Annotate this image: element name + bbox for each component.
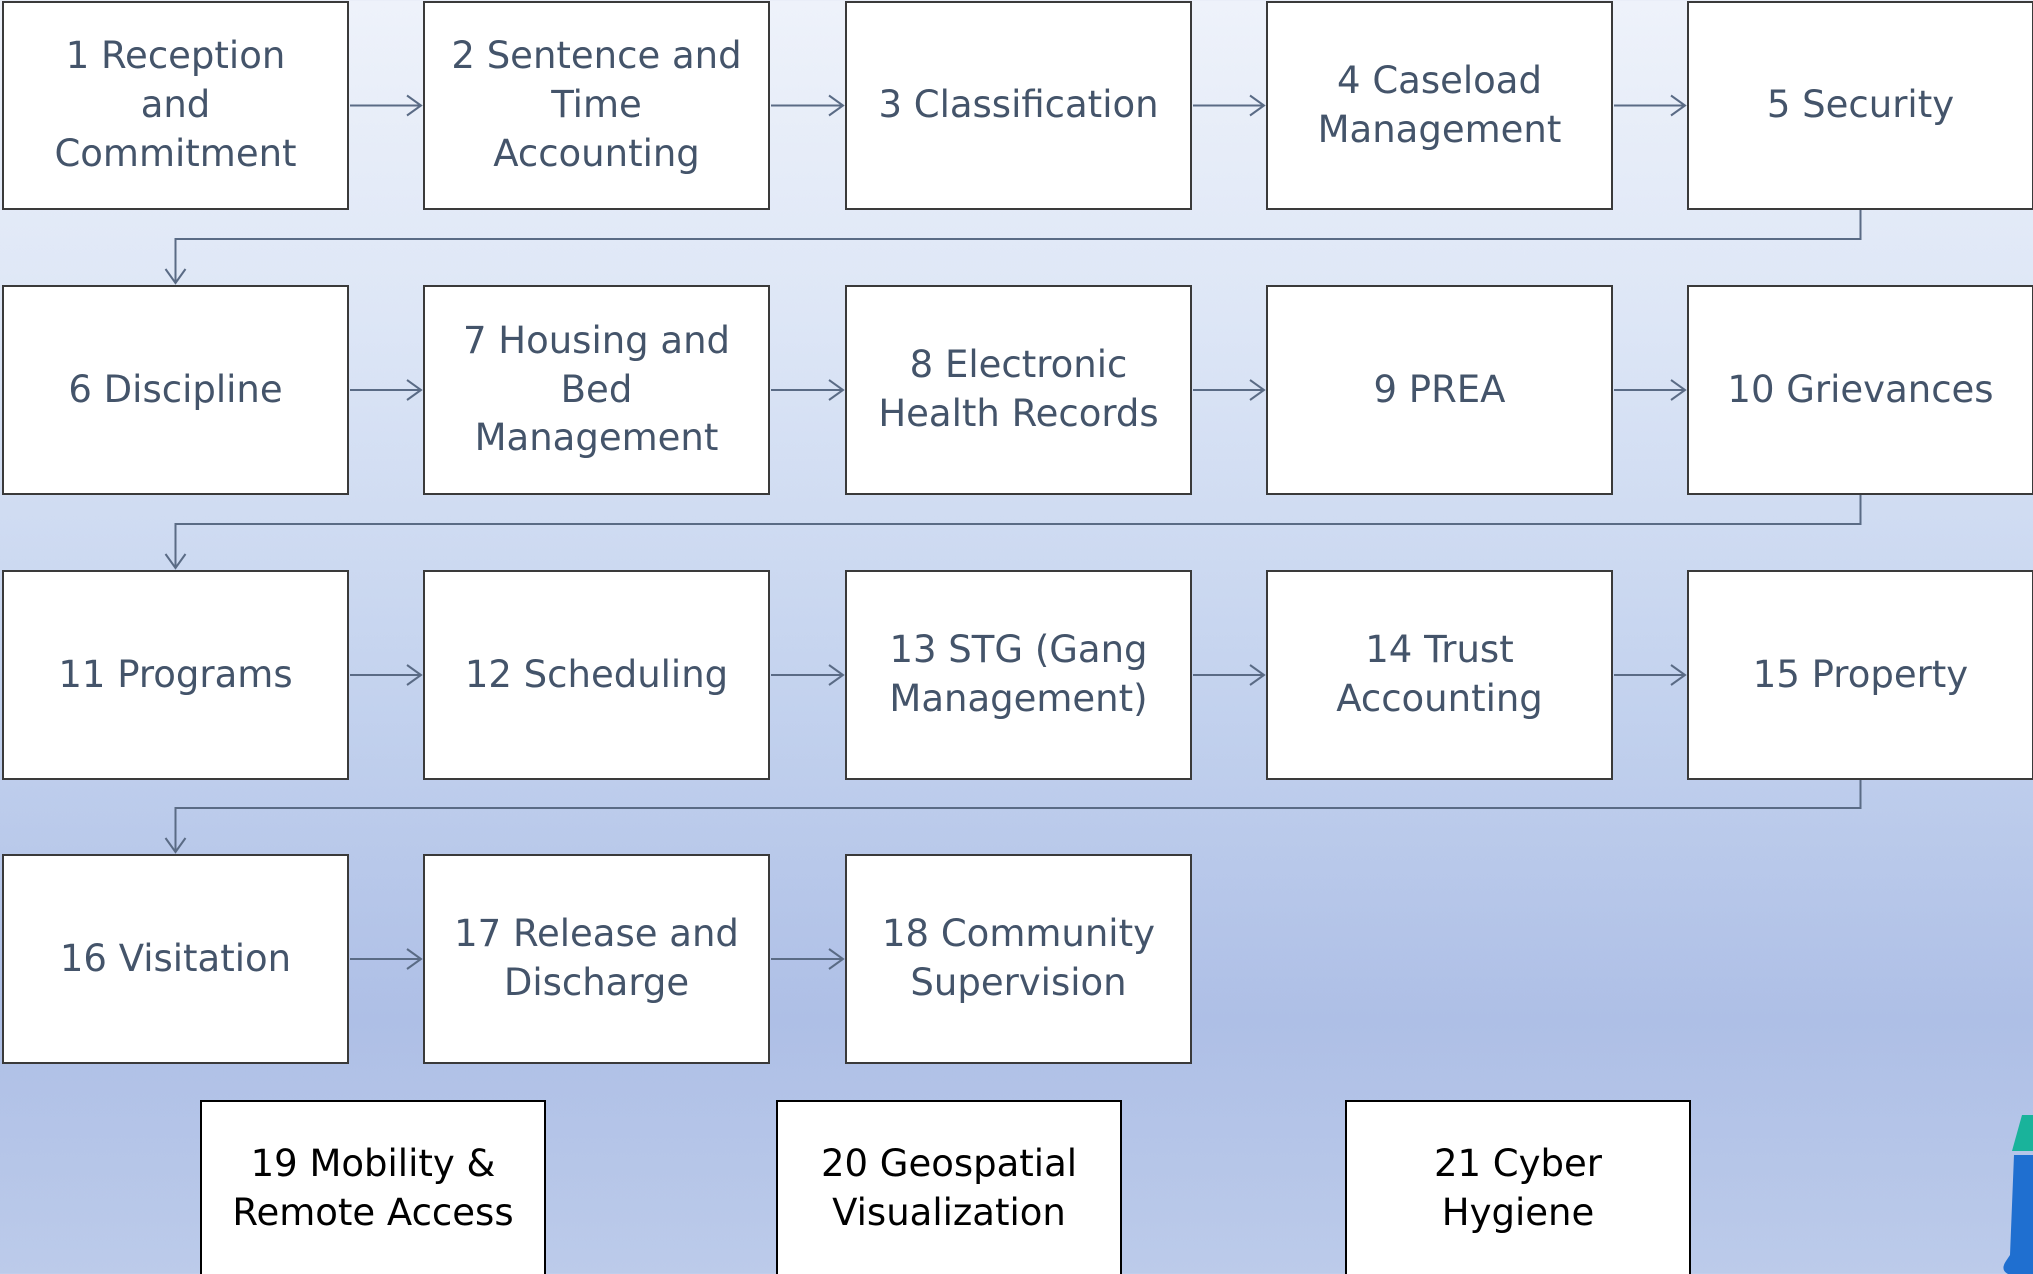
step-label: 17 Release and Discharge xyxy=(454,912,739,1004)
step-8-electronic-health-records: 8 Electronic Health Records xyxy=(845,285,1192,495)
step-label: 13 STG (Gang Management) xyxy=(889,628,1148,720)
arrowhead xyxy=(406,948,423,970)
step-2-sentence-and-time-accounting: 2 Sentence and Time Accounting xyxy=(423,1,770,210)
step-1-reception-and-commitment: 1 Reception and Commitment xyxy=(2,1,349,210)
step-6-discipline: 6 Discipline xyxy=(2,285,349,495)
arrowhead xyxy=(828,94,845,117)
step-label: 4 Caseload Management xyxy=(1317,58,1562,151)
arrowhead xyxy=(828,664,845,686)
step-label: 7 Housing and Bed Management xyxy=(462,318,731,460)
capability-label: 21 Cyber Hygiene xyxy=(1433,1142,1603,1234)
step-11-programs: 11 Programs xyxy=(2,570,349,780)
step-label: 2 Sentence and Time Accounting xyxy=(451,34,742,175)
arrowhead xyxy=(164,268,187,285)
arrowhead xyxy=(1670,664,1687,686)
step-18-community-supervision: 18 Community Supervision xyxy=(845,854,1192,1064)
step-4-caseload-management: 4 Caseload Management xyxy=(1266,1,1613,210)
wrap-connector xyxy=(174,780,1862,852)
step-label: 5 Security xyxy=(1766,83,1955,127)
step-label: 12 Scheduling xyxy=(464,652,729,696)
arrowhead xyxy=(1249,379,1266,401)
step-label: 15 Property xyxy=(1752,652,1969,696)
arrowhead xyxy=(1249,664,1266,686)
arrowhead xyxy=(164,837,187,854)
step-label: 9 PREA xyxy=(1373,367,1506,411)
partial-logo-icon xyxy=(2003,1115,2033,1274)
step-label: 3 Classification xyxy=(878,83,1159,127)
step-label: 11 Programs xyxy=(58,652,293,696)
arrowhead xyxy=(828,379,845,401)
arrowhead xyxy=(1670,94,1687,117)
step-label: 16 Visitation xyxy=(59,936,292,980)
wrap-connector xyxy=(174,210,1862,283)
arrowhead xyxy=(406,94,423,117)
arrowhead xyxy=(1249,94,1266,117)
step-label: 14 Trust Accounting xyxy=(1336,628,1543,720)
arrowhead xyxy=(1670,379,1687,401)
step-label: 18 Community Supervision xyxy=(882,912,1155,1004)
arrowhead xyxy=(406,379,423,401)
step-5-security: 5 Security xyxy=(1687,1,2033,210)
step-3-classification: 3 Classification xyxy=(845,1,1192,210)
step-15-property: 15 Property xyxy=(1687,570,2033,780)
arrowhead xyxy=(406,664,423,686)
arrowhead xyxy=(828,948,845,970)
step-10-grievances: 10 Grievances xyxy=(1687,285,2033,495)
step-9-prea: 9 PREA xyxy=(1266,285,1613,495)
capability-20-geospatial-visualization: 20 Geospatial Visualization xyxy=(776,1100,1122,1274)
step-label: 1 Reception and Commitment xyxy=(54,34,297,175)
step-17-release-and-discharge: 17 Release and Discharge xyxy=(423,854,770,1064)
step-7-housing-and-bed-management: 7 Housing and Bed Management xyxy=(423,285,770,495)
step-label: 10 Grievances xyxy=(1727,367,1994,411)
arrowhead xyxy=(164,553,187,570)
capability-21-cyber-hygiene: 21 Cyber Hygiene xyxy=(1345,1100,1691,1274)
capability-label: 20 Geospatial Visualization xyxy=(820,1142,1078,1234)
step-12-scheduling: 12 Scheduling xyxy=(423,570,770,780)
capability-label: 19 Mobility & Remote Access xyxy=(232,1142,514,1234)
step-13-stg-gang-management: 13 STG (Gang Management) xyxy=(845,570,1192,780)
wrap-connector xyxy=(174,495,1862,568)
step-16-visitation: 16 Visitation xyxy=(2,854,349,1064)
step-14-trust-accounting: 14 Trust Accounting xyxy=(1266,570,1613,780)
step-label: 6 Discipline xyxy=(68,367,283,411)
step-label: 8 Electronic Health Records xyxy=(878,343,1159,435)
capability-19-mobility-remote-access: 19 Mobility & Remote Access xyxy=(200,1100,546,1274)
